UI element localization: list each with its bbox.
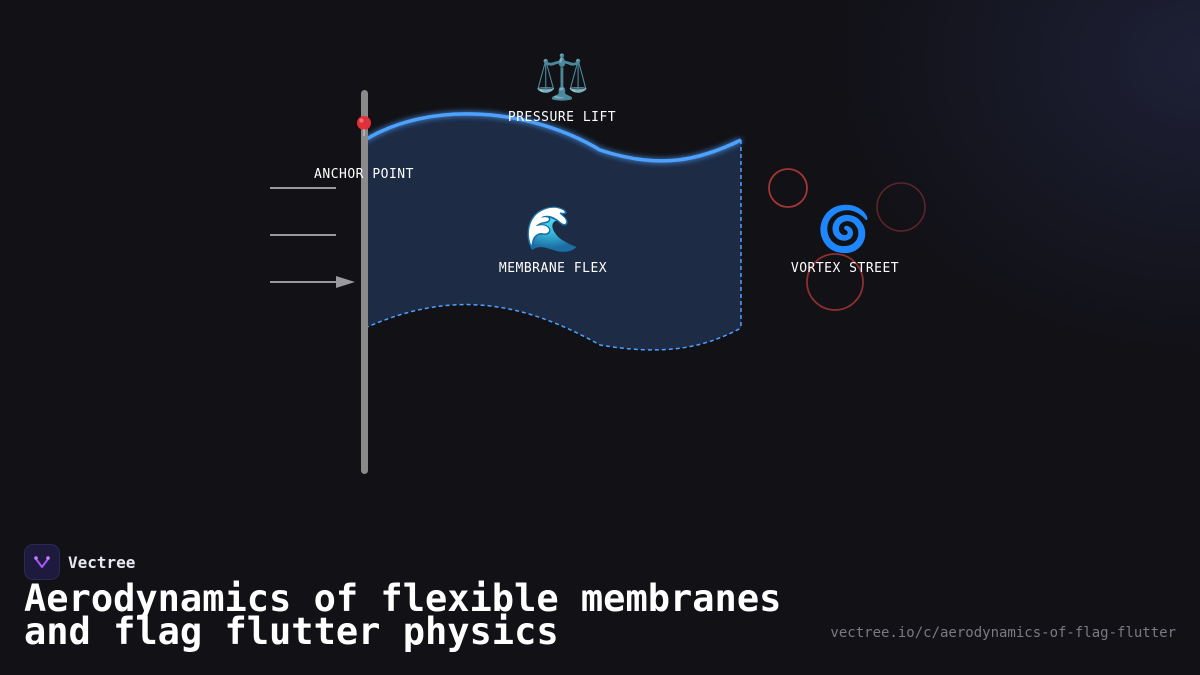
wave-icon: 🌊 <box>524 204 580 255</box>
source-url: vectree.io/c/aerodynamics-of-flag-flutte… <box>830 625 1176 641</box>
wind-flow-lines <box>270 187 355 288</box>
brand-name: Vectree <box>68 552 136 572</box>
vectree-logo-icon <box>24 544 60 580</box>
vortex-circle <box>768 168 808 208</box>
flag-pole <box>361 90 368 474</box>
vortex-circle <box>806 253 864 311</box>
vortex-circle <box>876 182 926 232</box>
flag-bottom-edge <box>364 303 742 351</box>
anchor-point-label: ANCHOR POINT <box>314 167 414 182</box>
membrane-flex-label: MEMBRANE FLEX <box>498 261 608 276</box>
cyclone-icon: 🌀 <box>816 204 872 255</box>
brand: Vectree <box>24 544 135 580</box>
vortex-street-label: VORTEX STREET <box>790 261 900 276</box>
page-title: Aerodynamics of flexible membranes and f… <box>24 577 782 653</box>
scales-icon: ⚖️ <box>534 52 590 103</box>
flag-top-edge <box>364 112 742 163</box>
pressure-lift-label: PRESSURE LIFT <box>507 110 617 125</box>
pin-icon <box>357 116 371 136</box>
wind-arrowhead <box>336 276 355 288</box>
flag-membrane <box>365 113 741 350</box>
vortex-circles <box>768 168 926 311</box>
